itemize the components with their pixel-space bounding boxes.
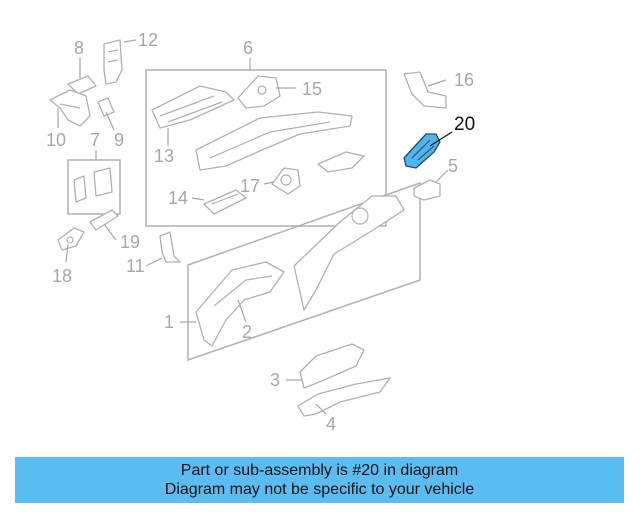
part-8[interactable]	[67, 75, 97, 95]
callout-18: 18	[52, 266, 72, 286]
callout-3: 3	[270, 370, 280, 390]
callout-20: 20	[454, 114, 475, 135]
info-banner: Part or sub-assembly is #20 in diagram D…	[15, 457, 624, 503]
part-6-tab[interactable]	[317, 151, 365, 173]
part-17[interactable]	[271, 167, 301, 195]
part-16[interactable]	[403, 71, 447, 109]
callout-2: 2	[242, 322, 252, 342]
part-20-highlighted[interactable]	[403, 133, 441, 169]
banner-line-2: Diagram may not be specific to your vehi…	[164, 481, 475, 498]
banner-line-1: Part or sub-assembly is #20 in diagram	[180, 462, 459, 479]
group-box-7	[67, 159, 121, 215]
part-4[interactable]	[297, 377, 391, 417]
callout-19: 19	[120, 232, 140, 252]
leader-lines	[57, 39, 453, 415]
group-box-6	[145, 69, 387, 227]
callout-9: 9	[114, 130, 124, 150]
part-18[interactable]	[57, 227, 85, 251]
part-6-member[interactable]	[195, 111, 353, 171]
part-10[interactable]	[49, 89, 91, 127]
callout-16: 16	[454, 70, 474, 90]
parts-diagram: 12 8 6 16 15 10 7 9 13 5 17 14 19 11 18 …	[46, 30, 475, 434]
part-3[interactable]	[299, 343, 365, 389]
part-12[interactable]	[103, 39, 123, 85]
part-14[interactable]	[203, 189, 247, 215]
callout-5: 5	[448, 156, 458, 176]
callout-12: 12	[138, 30, 158, 50]
part-15[interactable]	[237, 75, 281, 109]
callout-10: 10	[46, 130, 66, 150]
group-box-1	[187, 181, 421, 362]
callout-13: 13	[154, 146, 174, 166]
part-19[interactable]	[89, 209, 119, 231]
callout-7: 7	[90, 130, 100, 150]
callout-1: 1	[164, 312, 174, 332]
part-9[interactable]	[97, 97, 115, 117]
part-11[interactable]	[159, 231, 181, 263]
callout-6: 6	[243, 38, 253, 58]
callout-11: 11	[126, 256, 145, 276]
part-7[interactable]	[73, 167, 113, 203]
part-1-panel[interactable]	[293, 195, 405, 311]
part-5[interactable]	[413, 179, 441, 201]
callout-labels: 12 8 6 16 15 10 7 9 13 5 17 14 19 11 18 …	[46, 30, 475, 434]
part-13[interactable]	[151, 85, 235, 129]
callout-8: 8	[74, 38, 84, 58]
callout-14: 14	[168, 188, 188, 208]
callout-15: 15	[302, 79, 322, 99]
callout-4: 4	[326, 414, 336, 434]
callout-17: 17	[240, 176, 260, 196]
